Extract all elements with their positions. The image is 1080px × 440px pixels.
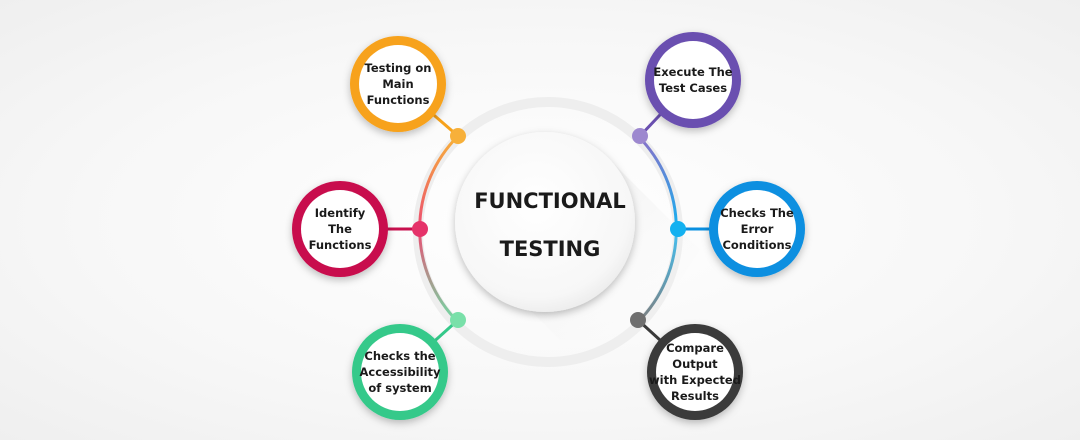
- node-inner-2: [301, 190, 379, 268]
- node-label-1-line-2: Main: [382, 77, 414, 91]
- node-label-5-line-3: Conditions: [722, 238, 792, 252]
- node-label-5-line-1: Checks The: [720, 206, 794, 220]
- connector-dot-2: [412, 221, 428, 237]
- node-inner-1: [359, 45, 437, 123]
- connector-dot-1: [450, 128, 466, 144]
- node-label-3-line-2: Accessibility: [359, 365, 441, 379]
- node-inner-5: [718, 190, 796, 268]
- node-label-5-line-2: Error: [740, 222, 774, 236]
- center-title-line-1: FUNCTIONAL: [474, 189, 626, 213]
- connector-dot-5: [670, 221, 686, 237]
- node-label-4-line-2: Test Cases: [658, 81, 728, 95]
- center-title-line-2: TESTING: [499, 237, 601, 261]
- node-inner-6: [656, 333, 734, 411]
- node-label-4-line-1: Execute The: [653, 65, 733, 79]
- center-title: FUNCTIONAL TESTING: [440, 160, 660, 290]
- node-inner-4: [654, 41, 732, 119]
- node-label-6-line-3: with Expected: [649, 373, 741, 387]
- node-label-2-line-3: Functions: [308, 238, 372, 252]
- connector-dot-4: [632, 128, 648, 144]
- node-label-2-line-1: Identify: [314, 206, 366, 220]
- node-label-3-line-1: Checks the: [364, 349, 436, 363]
- node-label-6-line-4: Results: [671, 389, 719, 403]
- node-label-1-line-3: Functions: [366, 93, 430, 107]
- node-label-2-line-2: The: [328, 222, 352, 236]
- node-label-3-line-3: of system: [368, 381, 432, 395]
- node-label-6-line-2: Output: [672, 357, 718, 371]
- node-label-1-line-1: Testing on: [364, 61, 432, 75]
- center-circle: [455, 132, 635, 312]
- connector-dot-3: [450, 312, 466, 328]
- connector-dot-6: [630, 312, 646, 328]
- node-inner-3: [361, 333, 439, 411]
- node-label-6-line-1: Compare: [666, 341, 724, 355]
